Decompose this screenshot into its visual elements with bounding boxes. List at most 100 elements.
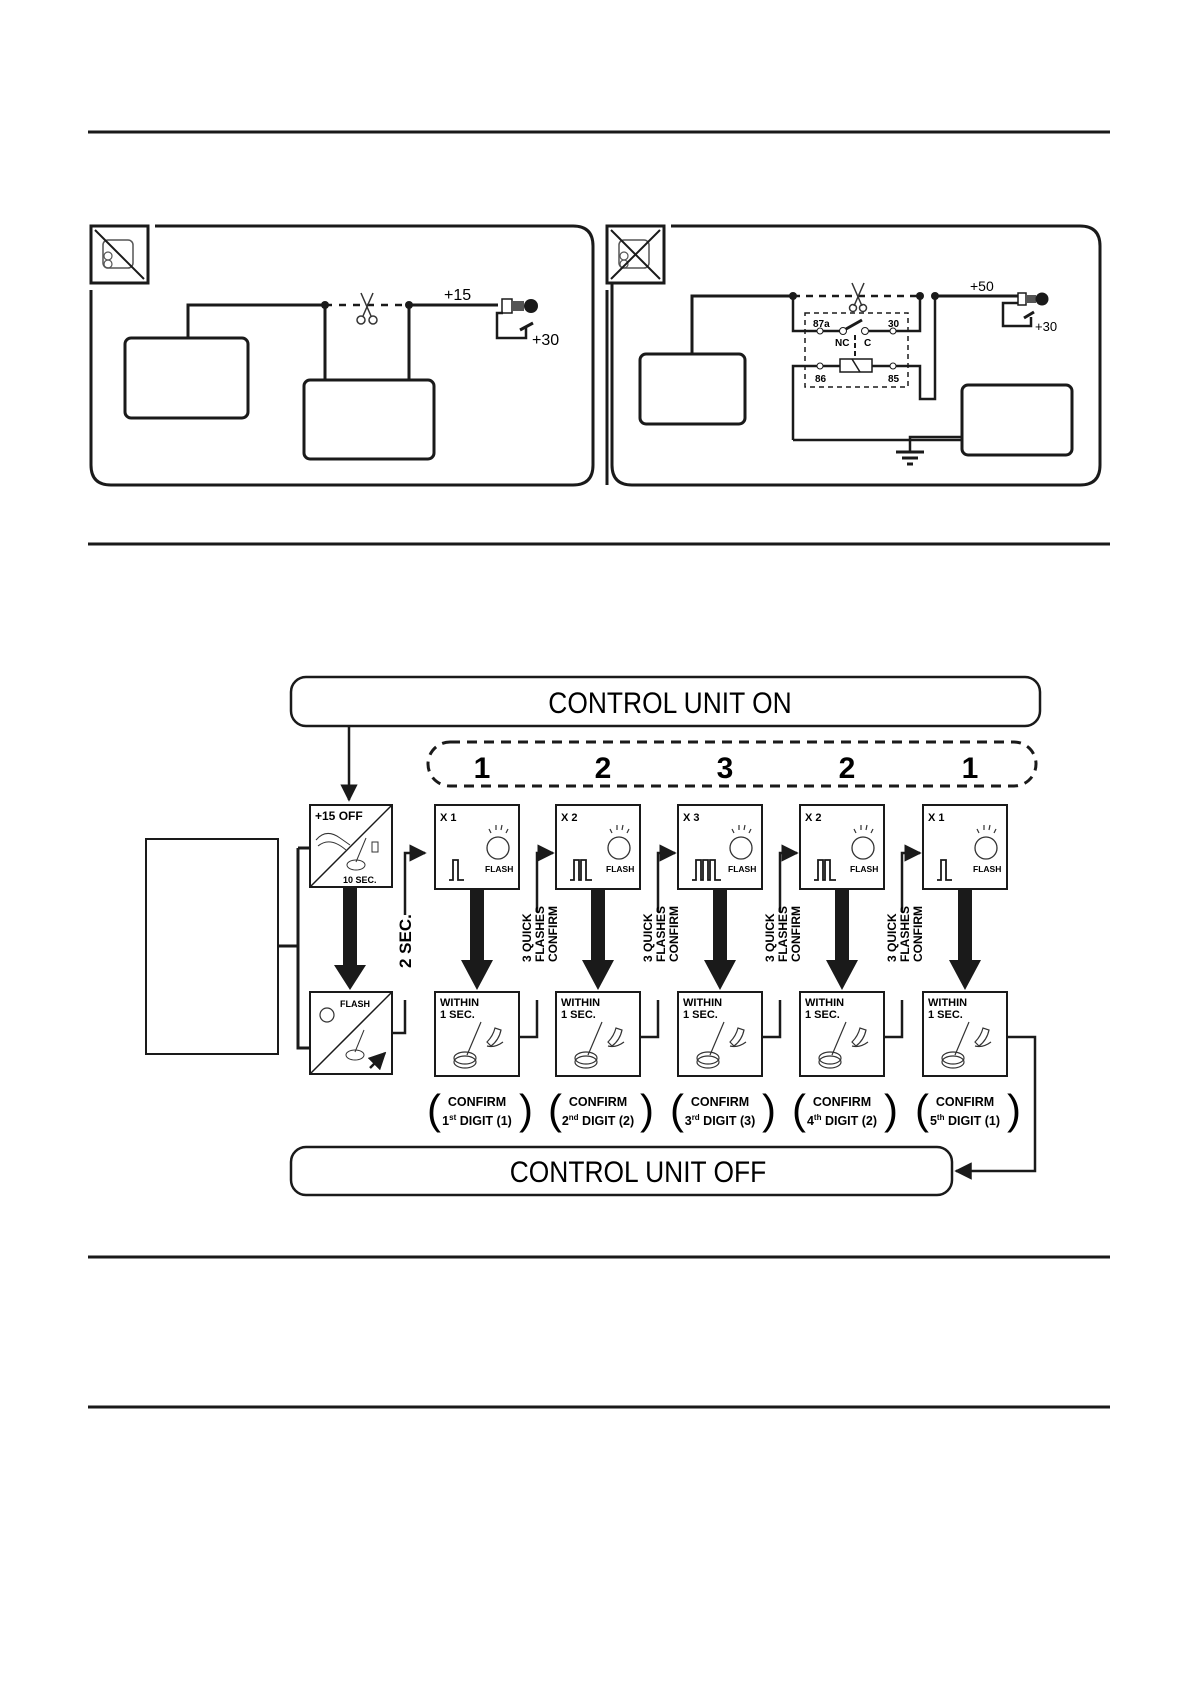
flash-acknowledge-step: FLASH <box>309 991 393 1075</box>
legend-box <box>145 838 279 1055</box>
ignition-off-step: +15 OFF 10 SEC. <box>309 804 393 888</box>
label-plus15: +15 <box>444 287 471 304</box>
flash-label: FLASH <box>728 864 756 874</box>
control-unit-off-label: CONTROL UNIT OFF <box>510 1154 767 1188</box>
paren-right: ) <box>640 1086 654 1133</box>
paren-left: ( <box>670 1086 684 1133</box>
relay-pin-85: 85 <box>888 374 900 385</box>
label-plus50: +50 <box>970 278 994 294</box>
control-unit-on-box <box>289 675 1042 728</box>
within-label: WITHIN <box>928 997 967 1009</box>
led-icon <box>607 836 631 860</box>
scissors-icon <box>848 282 868 313</box>
confirm-label: CONFIRM <box>448 1095 506 1109</box>
button-press-icon <box>345 1029 365 1061</box>
paren-left: ( <box>548 1086 562 1133</box>
down-arrow <box>461 889 493 990</box>
code-digit: 3 <box>717 752 734 785</box>
light-rays-icon <box>609 824 630 834</box>
label-plus30: +30 <box>1035 319 1057 334</box>
paren-right: ) <box>762 1086 776 1133</box>
confirm-label: CONFIRM <box>691 1095 749 1109</box>
button-press-box <box>555 991 641 1077</box>
code-digit: 2 <box>595 752 612 785</box>
button-press-box <box>922 991 1008 1077</box>
scissors-icon <box>356 292 378 325</box>
quick-flashes-label: 3 QUICK <box>520 913 534 962</box>
finger-press-icon <box>574 1021 625 1069</box>
digit-ordinal-label: 1st DIGIT (1) <box>442 1113 512 1128</box>
code-digits-frame <box>426 740 1038 788</box>
flash-count-box <box>799 804 885 890</box>
relay-pin-87a: 87a <box>813 319 830 330</box>
relay-pin-nc: NC <box>835 338 849 349</box>
engine-disabled-crossed-icon <box>605 224 666 285</box>
quick-flashes-label: FLASHES <box>533 906 547 962</box>
quick-flashes-label: FLASHES <box>654 906 668 962</box>
within-time-label: 1 SEC. <box>683 1009 718 1021</box>
flash-label: FLASH <box>485 864 513 874</box>
quick-flashes-label: CONFIRM <box>667 906 681 962</box>
flash-count-box <box>922 804 1008 890</box>
pulse-waveform <box>937 859 952 881</box>
flash-count-label: X 1 <box>928 812 945 824</box>
control-unit-on-label: CONTROL UNIT ON <box>548 685 791 719</box>
confirm-connector <box>884 853 920 1039</box>
within-time-label: 1 SEC. <box>928 1009 963 1021</box>
led-icon <box>319 1007 335 1023</box>
light-rays-icon <box>731 824 752 834</box>
paren-right: ) <box>519 1086 533 1133</box>
confirm-label: CONFIRM <box>569 1095 627 1109</box>
vehicle-ecu-box <box>960 383 1074 457</box>
light-rays-icon <box>976 824 997 834</box>
within-label: WITHIN <box>683 997 722 1009</box>
quick-flashes-label: FLASHES <box>776 906 790 962</box>
ignition-key-icon <box>1001 292 1049 328</box>
quick-flashes-label: CONFIRM <box>911 906 925 962</box>
led-icon <box>974 836 998 860</box>
flash-count-label: X 2 <box>805 812 822 824</box>
pulse-waveform <box>449 859 464 881</box>
within-label: WITHIN <box>561 997 600 1009</box>
control-unit-box <box>123 336 250 420</box>
down-arrow <box>826 889 858 990</box>
digit-ordinal-label: 3rd DIGIT (3) <box>685 1113 756 1128</box>
down-arrow <box>334 887 366 990</box>
light-rays-icon <box>853 824 874 834</box>
finger-press-icon <box>453 1021 504 1069</box>
flash-count-box <box>555 804 641 890</box>
confirm-connector <box>640 853 675 1039</box>
paren-right: ) <box>884 1086 898 1133</box>
relay-pin-30: 30 <box>888 319 900 330</box>
ignition-off-label: +15 OFF <box>315 809 363 823</box>
paren-left: ( <box>792 1086 806 1133</box>
digit-ordinal-label: 2nd DIGIT (2) <box>562 1113 634 1128</box>
down-arrow <box>704 889 736 990</box>
code-digit: 1 <box>962 752 979 785</box>
within-time-label: 1 SEC. <box>440 1009 475 1021</box>
quick-flashes-label: FLASHES <box>898 906 912 962</box>
within-label: WITHIN <box>440 997 479 1009</box>
quick-flashes-label: CONFIRM <box>789 906 803 962</box>
quick-flashes-label: CONFIRM <box>546 906 560 962</box>
flash-label: FLASH <box>340 999 370 1009</box>
key-turn-icon <box>315 833 351 851</box>
light-rays-icon <box>488 824 509 834</box>
engine-disabled-icon <box>89 224 150 285</box>
delay-label: 2 SEC. <box>396 914 415 968</box>
quick-flashes-label: 3 QUICK <box>641 913 655 962</box>
code-digit: 2 <box>839 752 856 785</box>
led-icon <box>729 836 753 860</box>
label-plus30: +30 <box>532 332 559 349</box>
paren-right: ) <box>1007 1086 1021 1133</box>
confirm-label: CONFIRM <box>936 1095 994 1109</box>
button-press-box <box>434 991 520 1077</box>
finger-press-icon <box>941 1021 992 1069</box>
